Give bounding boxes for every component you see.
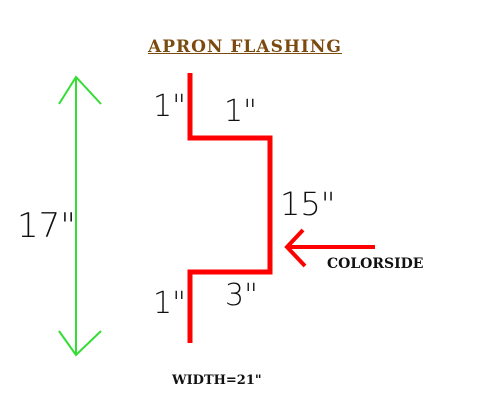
top-leg-dimension: 1" (153, 89, 186, 124)
height-arrow (58, 75, 102, 357)
bottom-leg-dimension: 1" (153, 286, 186, 321)
top-flange-dimension: 1" (224, 94, 257, 129)
color-side-label: COLORSIDE (327, 256, 424, 272)
diagram-title: APRON FLASHING (148, 37, 342, 57)
width-label: WIDTH=21" (172, 373, 262, 388)
bottom-flange-dimension: 3" (225, 278, 258, 313)
overall-height-dimension: 17" (17, 206, 76, 246)
vertical-face-dimension: 15" (280, 185, 336, 223)
color-side-arrow (284, 228, 375, 268)
flashing-profile (187, 73, 273, 343)
